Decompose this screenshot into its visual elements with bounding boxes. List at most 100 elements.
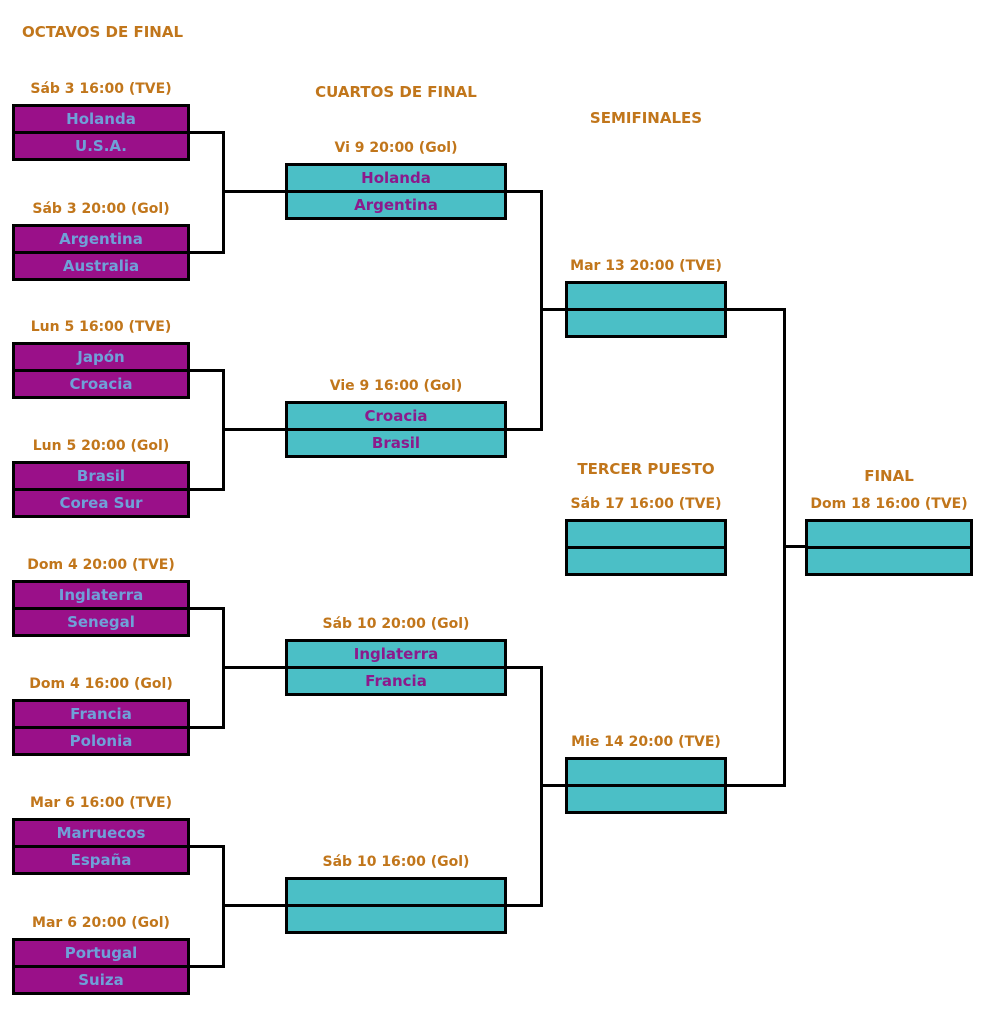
match-schedule: Mie 14 20:00 (TVE) [571,734,721,750]
connector-line [507,666,543,669]
team-slot [568,784,724,811]
team-slot [808,546,970,573]
match-box: Inglaterra Francia [285,639,507,696]
team-slot: Inglaterra [15,583,187,607]
connector-line [190,607,225,610]
connector-line [190,965,225,968]
match-box: Francia Polonia [12,699,190,756]
match-schedule: Sáb 3 16:00 (TVE) [30,81,172,97]
team-slot: Marruecos [15,821,187,845]
team-slot [568,546,724,573]
team-slot: Francia [15,702,187,726]
connector-line [507,904,543,907]
team-slot: Argentina [288,190,504,217]
match-schedule: Dom 18 16:00 (TVE) [810,496,968,512]
round-title-semifinales: SEMIFINALES [589,109,703,127]
match-qf-2: Vie 9 16:00 (Gol) Croacia Brasil [285,379,507,458]
match-schedule: Mar 6 20:00 (Gol) [32,915,170,931]
team-slot: Croacia [288,404,504,428]
connector-line [190,251,225,254]
match-schedule: Mar 13 20:00 (TVE) [570,258,722,274]
connector-line [783,545,805,548]
match-schedule: Sáb 3 20:00 (Gol) [32,201,170,217]
connector-line [222,190,285,193]
match-r16-4: Lun 5 20:00 (Gol) Brasil Corea Sur [12,439,190,518]
match-box: Marruecos España [12,818,190,875]
round-title-tercer-puesto: TERCER PUESTO [577,460,715,478]
match-schedule: Dom 4 20:00 (TVE) [27,557,175,573]
team-slot: Corea Sur [15,488,187,515]
match-third-place: Sáb 17 16:00 (TVE) [565,497,727,576]
match-box: Croacia Brasil [285,401,507,458]
connector-line [190,845,225,848]
match-qf-1: Vi 9 20:00 (Gol) Holanda Argentina [285,141,507,220]
match-box: Holanda Argentina [285,163,507,220]
team-slot: Inglaterra [288,642,504,666]
connector-line [507,190,543,193]
match-box [285,877,507,934]
match-sf-2: Mie 14 20:00 (TVE) [565,735,727,814]
match-schedule: Dom 4 16:00 (Gol) [29,676,173,692]
team-slot: Argentina [15,227,187,251]
match-r16-7: Mar 6 16:00 (TVE) Marruecos España [12,796,190,875]
team-slot: Holanda [288,166,504,190]
match-schedule: Lun 5 20:00 (Gol) [32,438,170,454]
team-slot: Holanda [15,107,187,131]
team-slot [568,284,724,308]
match-schedule: Vie 9 16:00 (Gol) [329,378,463,394]
team-slot: U.S.A. [15,131,187,158]
team-slot: Brasil [288,428,504,455]
match-schedule: Vi 9 20:00 (Gol) [334,140,458,156]
match-schedule: Sáb 17 16:00 (TVE) [570,496,722,512]
team-slot: Polonia [15,726,187,753]
match-box: Portugal Suiza [12,938,190,995]
team-slot: Croacia [15,369,187,396]
team-slot: Suiza [15,965,187,992]
team-slot: Francia [288,666,504,693]
connector-line [507,428,543,431]
match-r16-2: Sáb 3 20:00 (Gol) Argentina Australia [12,202,190,281]
match-box [565,519,727,576]
match-r16-5: Dom 4 20:00 (TVE) Inglaterra Senegal [12,558,190,637]
team-slot: España [15,845,187,872]
connector-line [222,428,285,431]
team-slot: Brasil [15,464,187,488]
match-box: Argentina Australia [12,224,190,281]
match-r16-6: Dom 4 16:00 (Gol) Francia Polonia [12,677,190,756]
match-box [805,519,973,576]
match-r16-3: Lun 5 16:00 (TVE) Japón Croacia [12,320,190,399]
match-box [565,281,727,338]
match-box: Brasil Corea Sur [12,461,190,518]
match-r16-8: Mar 6 20:00 (Gol) Portugal Suiza [12,916,190,995]
team-slot: Portugal [15,941,187,965]
connector-line [222,904,285,907]
connector-line [190,726,225,729]
team-slot: Japón [15,345,187,369]
round-title-cuartos: CUARTOS DE FINAL [315,83,477,101]
team-slot [568,308,724,335]
match-final: Dom 18 16:00 (TVE) [805,497,973,576]
match-box: Japón Croacia [12,342,190,399]
match-r16-1: Sáb 3 16:00 (TVE) Holanda U.S.A. [12,82,190,161]
team-slot [288,904,504,931]
connector-line [190,488,225,491]
match-qf-4: Sáb 10 16:00 (Gol) [285,855,507,934]
match-schedule: Lun 5 16:00 (TVE) [30,319,172,335]
round-title-final: FINAL [864,467,914,485]
team-slot [568,760,724,784]
team-slot [808,522,970,546]
connector-line [727,784,786,787]
team-slot [288,880,504,904]
match-box: Inglaterra Senegal [12,580,190,637]
match-qf-3: Sáb 10 20:00 (Gol) Inglaterra Francia [285,617,507,696]
connector-line [222,666,285,669]
match-schedule: Mar 6 16:00 (TVE) [30,795,172,811]
team-slot [568,522,724,546]
match-box: Holanda U.S.A. [12,104,190,161]
match-sf-1: Mar 13 20:00 (TVE) [565,259,727,338]
connector-line [190,131,225,134]
match-box [565,757,727,814]
team-slot: Australia [15,251,187,278]
match-schedule: Sáb 10 20:00 (Gol) [322,616,470,632]
